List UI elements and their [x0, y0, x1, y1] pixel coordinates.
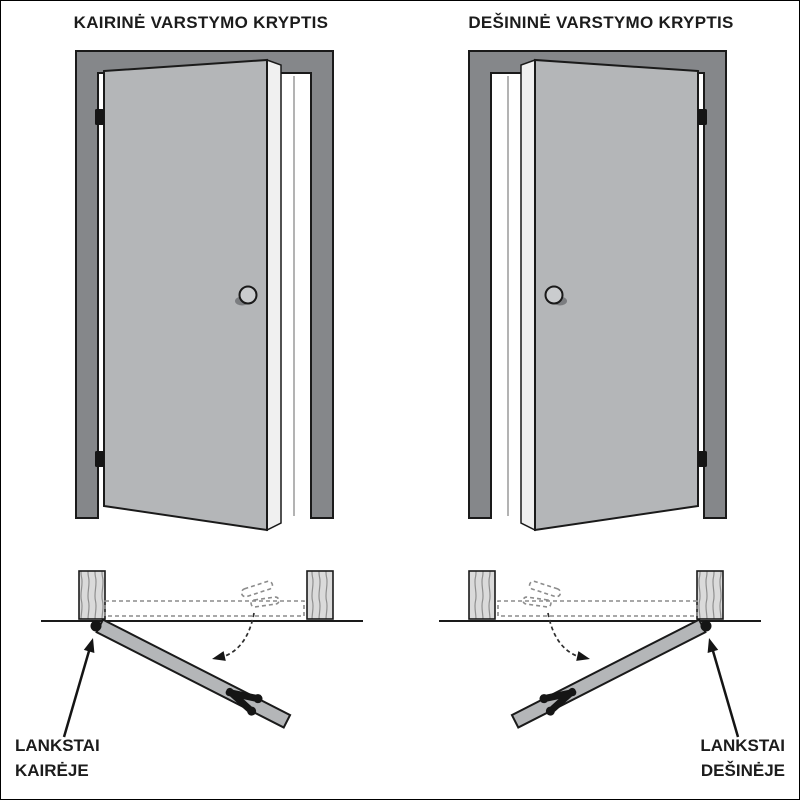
dashed-handle-lower-icon	[250, 596, 280, 608]
right-hinge-label-line2: DEŠINĖJE	[700, 760, 785, 780]
hinge-pointer-arrowhead-icon	[83, 638, 95, 653]
swing-arrow	[218, 612, 255, 659]
right-hinge-label: LANKSTAI DEŠINĖJE	[700, 734, 785, 783]
door-panel	[103, 58, 268, 532]
hinge-pointer-arrow	[62, 650, 91, 738]
door-frame	[75, 50, 334, 519]
left-hinge-label: LANKSTAI KAIRĖJE	[15, 734, 100, 783]
hinge-bottom-icon	[95, 451, 104, 467]
left-panel-art	[41, 50, 363, 738]
swing-arrowhead-icon	[212, 651, 226, 661]
dashed-handle-upper-icon	[240, 580, 274, 598]
hinge-top-icon	[95, 109, 104, 125]
wall-post-latch-side	[306, 570, 334, 620]
right-hinge-label-line1: LANKSTAI	[700, 736, 785, 755]
left-panel-title: KAIRINĖ VARSTYMO KRYPTIS	[73, 13, 329, 32]
door-open	[95, 618, 292, 729]
right-panel-art	[437, 49, 763, 739]
door-knob	[238, 285, 258, 305]
left-hinge-label-line1: LANKSTAI	[15, 736, 100, 755]
door-handle-lower-icon	[226, 687, 257, 716]
door-edge	[266, 58, 282, 532]
right-panel-title: DEŠININĖ VARSTYMO KRYPTIS	[468, 13, 734, 32]
door-closed-dashed	[104, 600, 305, 617]
wall-post-hinge-side	[78, 570, 106, 620]
left-hinge-label-line2: KAIRĖJE	[15, 760, 89, 780]
hinge-pivot-dot	[90, 620, 102, 632]
